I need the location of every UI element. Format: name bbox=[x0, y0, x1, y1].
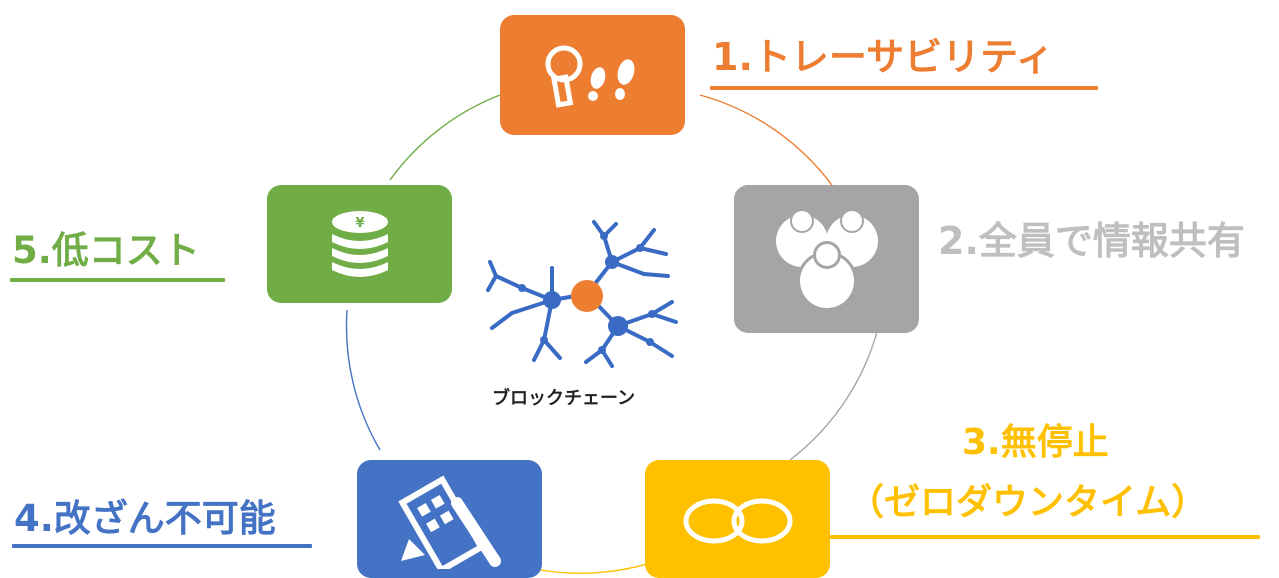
zero-downtime-sublabel: （ゼロダウンタイム） bbox=[848, 482, 1208, 523]
infinity-icon bbox=[683, 498, 792, 544]
arc-gray bbox=[789, 319, 881, 461]
info-sharing-box bbox=[734, 185, 919, 333]
blockchain-network-icon bbox=[486, 220, 678, 368]
low-cost-box: ¥ bbox=[267, 185, 452, 303]
info-sharing-label: 2.全員で情報共有 bbox=[938, 219, 1245, 263]
arc-yellow bbox=[529, 559, 661, 574]
low-cost-underline bbox=[10, 278, 225, 282]
svg-text:¥: ¥ bbox=[355, 216, 364, 231]
people-group-icon bbox=[775, 209, 878, 311]
traceability-box bbox=[500, 15, 685, 135]
arc-green bbox=[389, 94, 501, 181]
magnifier-footprints-icon bbox=[545, 45, 634, 108]
traceability-label: 1.トレーサビリティ bbox=[712, 35, 1054, 79]
arc-blue bbox=[345, 309, 381, 451]
blockchain-label: ブロックチェーン bbox=[492, 388, 636, 409]
low-cost-label: 5.低コスト bbox=[12, 229, 200, 272]
zero-downtime-underline bbox=[830, 535, 1260, 539]
traceability-underline bbox=[710, 86, 1098, 90]
tamper-proof-label: 4.改ざん不可能 bbox=[14, 497, 276, 540]
tamper-proof-box bbox=[357, 460, 542, 578]
broken-building-icon bbox=[397, 475, 501, 569]
tamper-proof-underline bbox=[12, 544, 312, 548]
zero-downtime-label: 3.無停止 bbox=[962, 422, 1109, 463]
coin-stack-yen-icon: ¥ bbox=[331, 211, 388, 277]
zero-downtime-box bbox=[645, 460, 830, 578]
